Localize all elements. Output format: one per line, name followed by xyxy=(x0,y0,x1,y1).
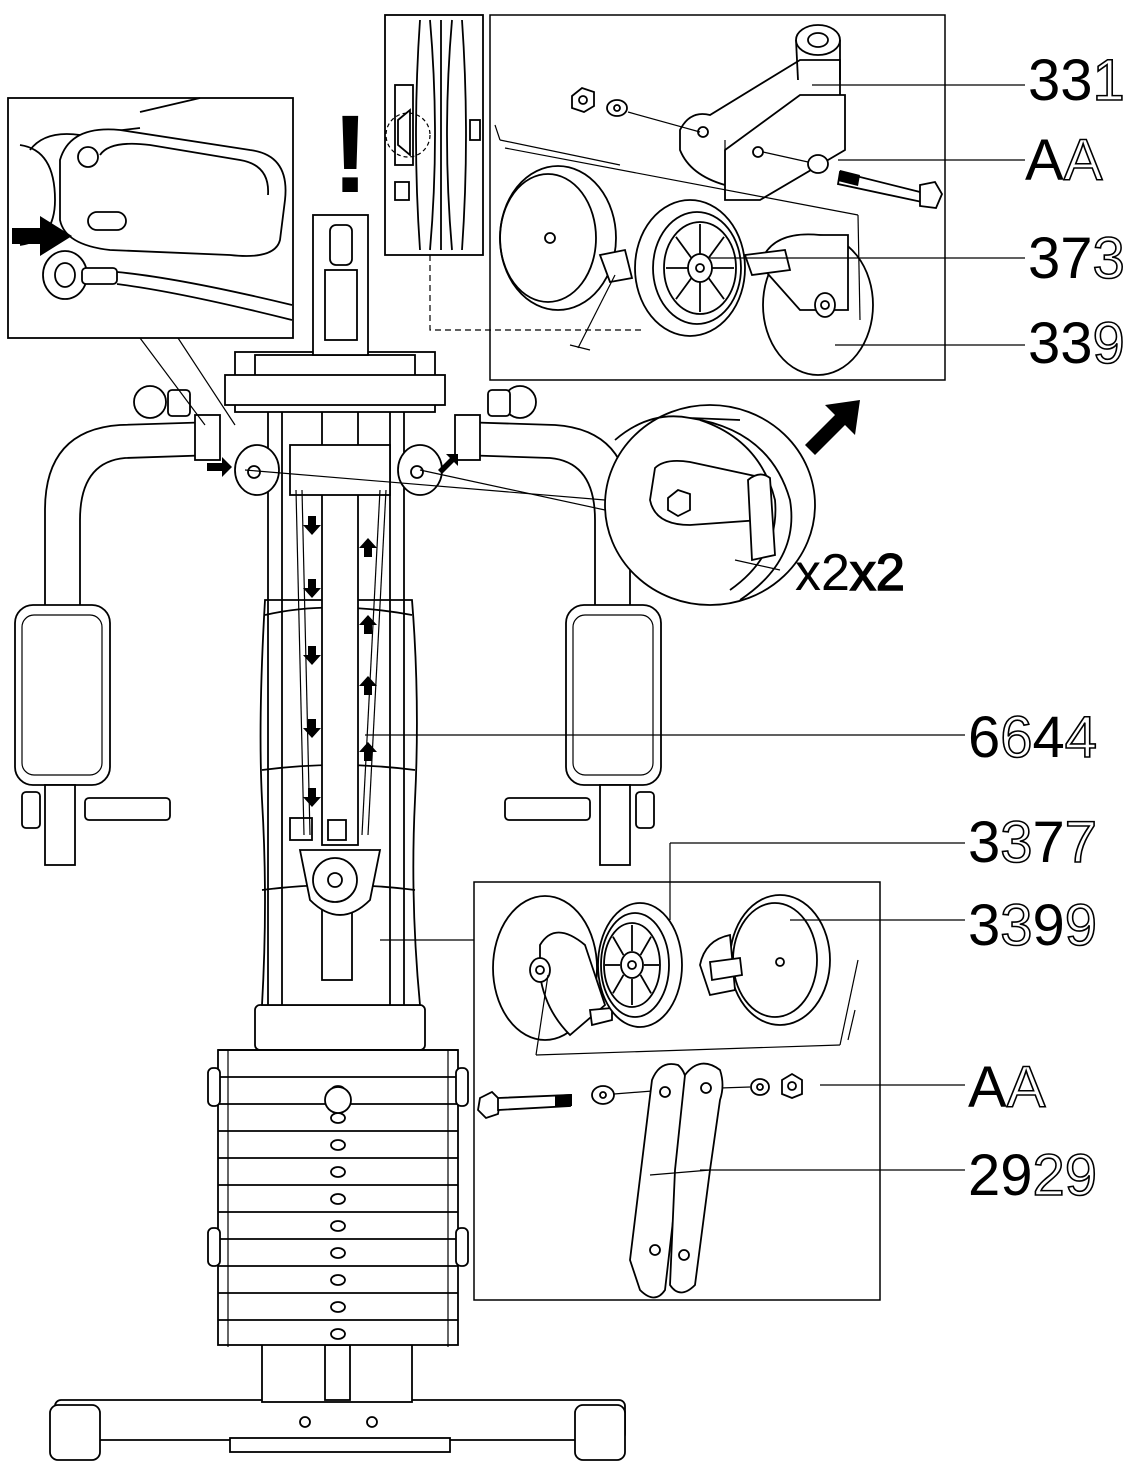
leader-lines xyxy=(365,84,1025,1171)
part-label-aa-top: AA xyxy=(1025,128,1103,193)
warning-mark: ! xyxy=(332,93,369,216)
inset-detail-circle xyxy=(244,400,860,606)
inset-cable-end xyxy=(7,97,294,426)
inset-lower-pulley xyxy=(380,881,881,1301)
quantity-label: x2x2 xyxy=(795,544,905,602)
part-label-3399: 3399 xyxy=(968,893,1097,958)
part-label-2929: 2929 xyxy=(968,1143,1097,1208)
inset-pulley-side xyxy=(384,14,645,331)
part-label-331: 331 xyxy=(1028,48,1125,113)
part-label-aa-bottom: AA xyxy=(968,1055,1046,1120)
inset-upper-pulley xyxy=(489,14,946,381)
part-label-3377: 3377 xyxy=(968,810,1097,875)
part-label-339: 339 xyxy=(1028,311,1125,376)
part-label-373: 373 xyxy=(1028,226,1125,291)
part-label-6644: 6644 xyxy=(968,705,1097,770)
machine-frame xyxy=(14,214,662,1461)
